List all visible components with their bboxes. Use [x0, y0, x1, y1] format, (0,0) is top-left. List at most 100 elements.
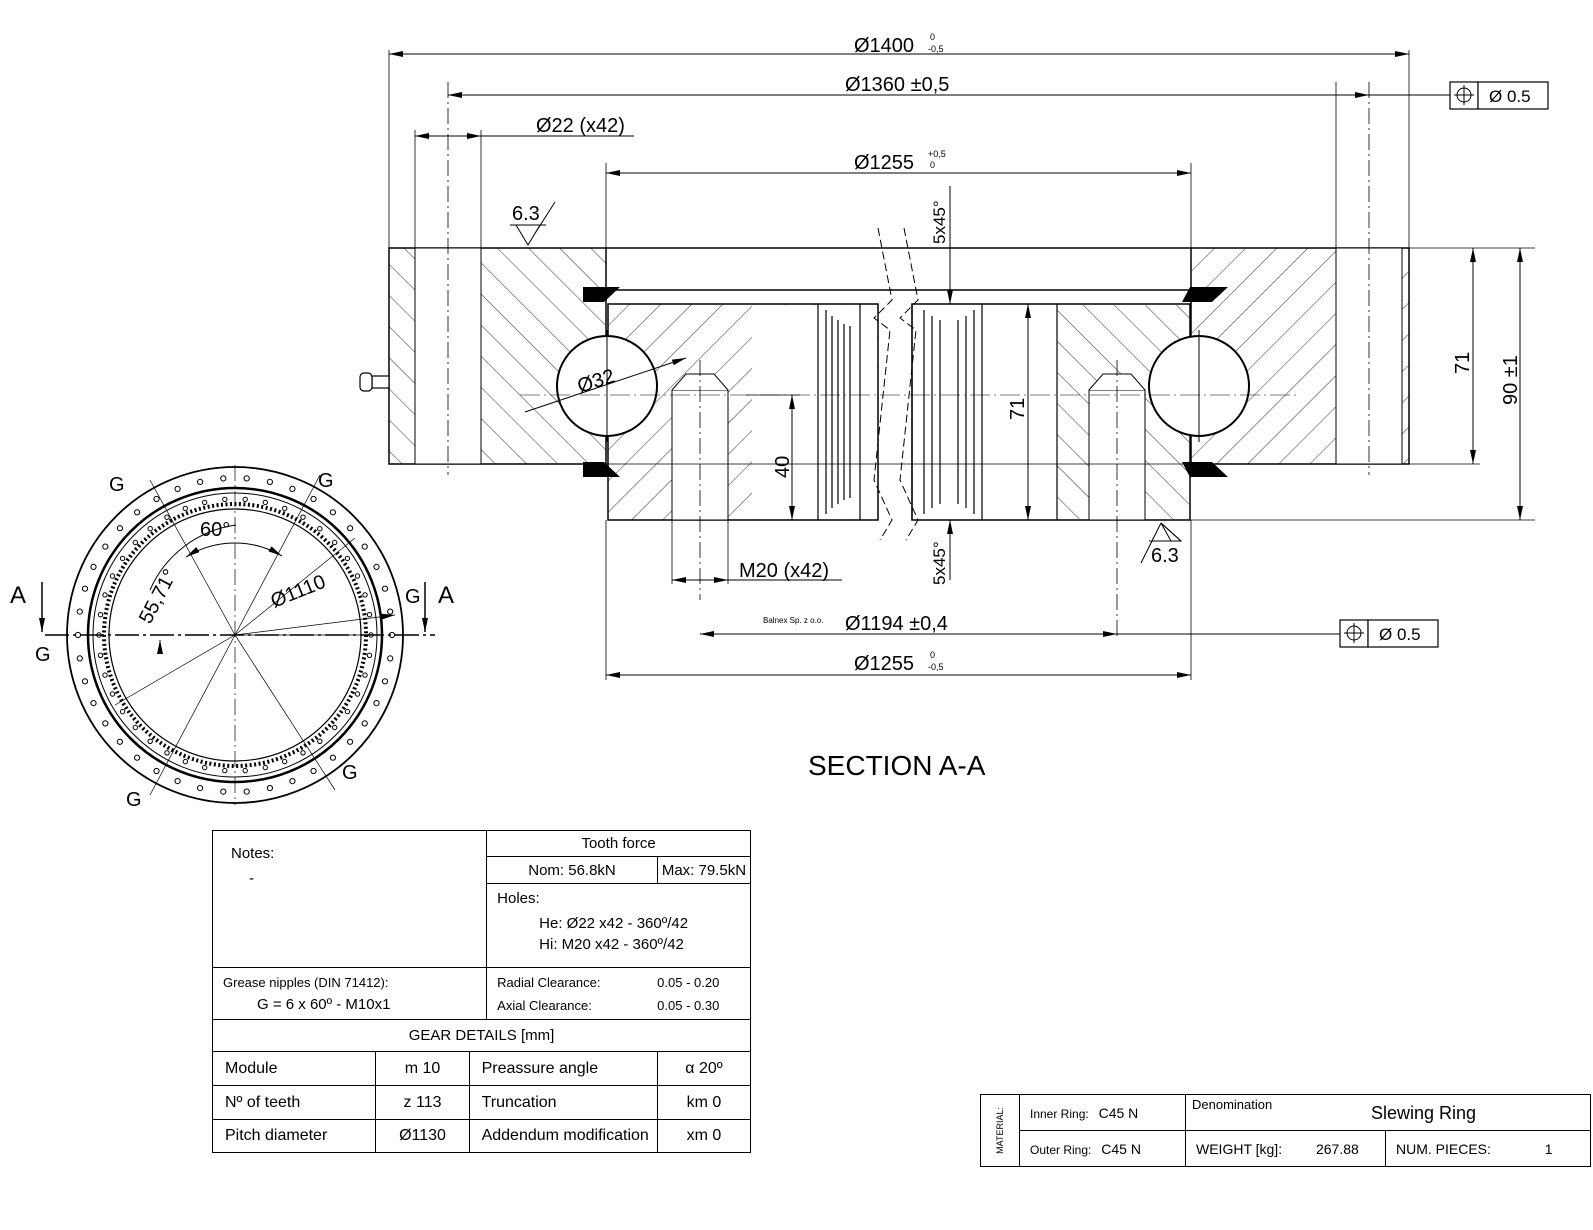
bolt-hole [317, 526, 323, 532]
gear-details-title: GEAR DETAILS [mm] [212, 1019, 751, 1052]
gear-value: xm 0 [656, 1119, 752, 1153]
weight-value: 267.88 [1315, 1140, 1359, 1157]
bolt-hole [97, 612, 104, 618]
axial-clearance-label: Axial Clearance: [497, 997, 592, 1013]
dim-d1255-bottom-tol-upper: 0 [930, 650, 935, 660]
inner-holes [96, 496, 374, 774]
section-view: Ø 0.5 Ø 0.5 Ø1400 0 -0,5 Ø1360 ±0,5 Ø22 … [359, 32, 1549, 781]
grease-label: Grease nipples (DIN 71412): [223, 974, 389, 990]
bolt-hole [362, 592, 368, 598]
gear-param: Preassure angle [468, 1051, 658, 1086]
bolt-hole [182, 505, 189, 512]
holes-hi: Hi: M20 x42 - 360º/42 [539, 936, 684, 953]
inner-ring-cell: Inner Ring: C45 N [1019, 1094, 1186, 1131]
bolt-hole [362, 672, 368, 678]
bolt-hole [300, 750, 306, 756]
bolt-hole [116, 525, 124, 532]
material-label: MATERIAL: [995, 1107, 1005, 1154]
bolt-hole [102, 592, 108, 598]
bolt-hole [317, 738, 323, 744]
bolt-hole [387, 655, 394, 662]
weight-label: WEIGHT [kg]: [1196, 1140, 1283, 1157]
bolt-hole [90, 700, 97, 707]
tol-top-value: Ø 0.5 [1489, 87, 1531, 106]
bolt-hole [266, 785, 273, 792]
bolt-hole [102, 672, 108, 678]
bolt-hole [300, 514, 306, 520]
bolt-hole [344, 555, 351, 562]
bolt-hole [282, 505, 288, 512]
radial-clearance-value: 0.05 - 0.20 [657, 974, 720, 990]
notes-table: Notes: - Tooth force Nom: 56.8kN Max: 79… [211, 830, 752, 1153]
dim-d1400-tol-lower: -0,5 [928, 44, 944, 54]
bolt-hole [289, 778, 296, 785]
gear-param: Pitch diameter [211, 1119, 377, 1153]
dim-h71-outer: 71 [1452, 352, 1474, 374]
pieces-value: 1 [1544, 1140, 1553, 1157]
bolt-hole [366, 612, 373, 618]
bolt-hole [361, 720, 368, 727]
bolt-hole [366, 652, 373, 658]
bolt-hole [243, 475, 250, 482]
bolt-hole [381, 585, 389, 592]
bolt-hole [147, 526, 153, 532]
bolt-hole [289, 485, 296, 492]
roughness-bottom-value: 6.3 [1151, 545, 1179, 567]
bolt-hole [164, 514, 170, 520]
inner-ring-label: Inner Ring: [1030, 1106, 1089, 1121]
dim-d22: Ø22 (x42) [536, 115, 625, 137]
bolt-hole [102, 720, 109, 727]
gear-param: Addendum modification [468, 1119, 658, 1153]
bolt-hole [361, 543, 368, 550]
bolt-hole [329, 754, 336, 761]
bolt-hole [310, 767, 317, 775]
outer-ring-value: C45 N [1101, 1140, 1141, 1157]
gear-value: Ø1130 [375, 1119, 470, 1153]
bolt-hole [119, 555, 126, 562]
bolt-hole [220, 788, 227, 795]
bolt-hole [202, 499, 208, 506]
grease-nipple [359, 372, 390, 392]
seal-top-right [1182, 287, 1228, 302]
gear-param: Truncation [468, 1085, 658, 1120]
tooth-force-nom: Nom: 56.8kN [486, 856, 658, 884]
gear-value: m 10 [375, 1051, 470, 1086]
bolt-hole [347, 525, 354, 532]
material-label-cell: MATERIAL: [980, 1094, 1020, 1167]
bolt-hole [76, 655, 83, 662]
dim-d1255-top-tol-lower: 0 [930, 160, 935, 170]
bolt-hole [174, 778, 181, 785]
axial-clearance-value: 0.05 - 0.30 [657, 997, 720, 1013]
tooth-force-label: Tooth force [486, 830, 751, 857]
bolt-hole [132, 724, 139, 731]
notes-cell: Notes: - [211, 830, 488, 968]
grease-label-g: G [318, 470, 334, 492]
bolt-hole [116, 738, 124, 745]
bolt-hole [242, 496, 248, 503]
weight-cell: WEIGHT [kg]: 267.88 [1185, 1130, 1386, 1167]
bolt-hole [222, 496, 228, 503]
inner-ring-value: C45 N [1098, 1104, 1139, 1121]
bolt-hole [134, 754, 141, 761]
angle-60: 60° [200, 519, 230, 541]
bolt-hole [354, 573, 361, 579]
bolt-hole [109, 691, 116, 697]
bolt-hole [81, 678, 89, 685]
grease-cell: Grease nipples (DIN 71412): G = 6 x 60º … [211, 967, 488, 1020]
bolt-hole [174, 485, 181, 492]
dim-d1255-bottom: Ø1255 [854, 653, 914, 675]
bolt-hole [97, 652, 104, 658]
grease-label-g: G [126, 789, 142, 811]
tooth-force-max: Max: 79.5kN [656, 856, 752, 884]
notes-label: Notes: [231, 845, 275, 862]
bolt-hole [262, 499, 268, 506]
bolt-hole [90, 563, 97, 571]
dim-h90: 90 ±1 [1500, 355, 1522, 405]
bolt-hole [182, 758, 189, 765]
dim-d1400: Ø1400 [854, 35, 914, 57]
grease-label-g: G [109, 474, 125, 496]
clearance-cell: Radial Clearance:0.05 - 0.20 Axial Clear… [486, 967, 751, 1020]
bolt-hole [202, 764, 208, 771]
plan-view: A A G G G G G G 60° 55,71° Ø1110 [10, 465, 454, 811]
